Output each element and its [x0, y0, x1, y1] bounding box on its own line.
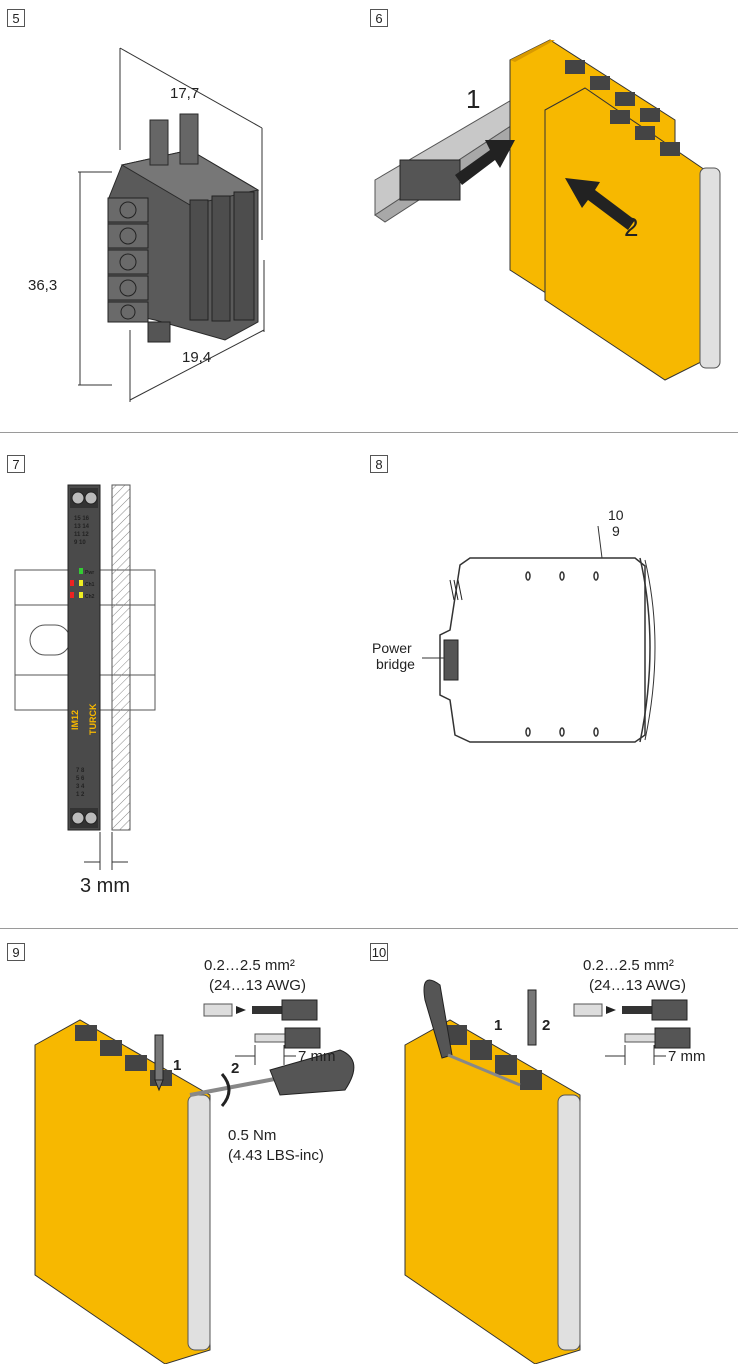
power-bridge-drawing: 10 9 Power bridge	[372, 507, 656, 743]
step-10-strip-length: 7 mm	[668, 1048, 706, 1065]
step-7-badge: 7	[7, 455, 25, 473]
led-label-pwr: Pwr	[85, 570, 94, 576]
step-10-cross-section: 0.2…2.5 mm²	[583, 957, 674, 974]
step-9-stage-2-label: 2	[231, 1060, 239, 1077]
step-10-badge: 10	[370, 943, 388, 961]
power-bridge-label-line1: Power	[372, 640, 412, 656]
step-9-stage-1-label: 1	[173, 1057, 181, 1074]
torque-label: 0.5 Nm	[228, 1127, 276, 1144]
step-6-arrow-2-label: 2	[624, 212, 638, 242]
power-bridge-label-line2: bridge	[376, 656, 415, 672]
divider-middle	[0, 928, 738, 929]
terminal-label-top-2: 13 14	[74, 524, 90, 530]
dim-depth-label: 19,4	[182, 349, 211, 366]
pin-label-9: 9	[612, 523, 620, 539]
gap-label: 3 mm	[80, 875, 130, 897]
terminal-label-bottom-3: 3 4	[76, 784, 85, 790]
dim-height-label: 36,3	[28, 277, 57, 294]
step-9-awg: (24…13 AWG)	[209, 977, 306, 994]
pin-label-10: 10	[608, 507, 624, 523]
connector-plug-drawing: 17,7 36,3 19,4	[28, 47, 265, 402]
led-label-ch1: Ch1	[85, 582, 95, 588]
step-6-arrow-1-label: 1	[466, 84, 480, 114]
step-9-strip-length: 7 mm	[298, 1048, 336, 1065]
step-9-badge: 9	[7, 943, 25, 961]
spacing-drawing: 15 16 13 14 11 12 9 10 Pwr Ch1 Ch2 IM12 …	[14, 484, 156, 897]
terminal-label-top-1: 15 16	[74, 516, 90, 522]
terminal-label-top-3: 11 12	[74, 532, 89, 538]
step-8-badge: 8	[370, 455, 388, 473]
rail-mount-drawing: 1 2	[374, 39, 721, 381]
model-label: IM12	[70, 710, 80, 730]
divider-top	[0, 432, 738, 433]
torque-imperial-label: (4.43 LBS-inc)	[228, 1147, 324, 1164]
terminal-label-bottom-4: 1 2	[76, 792, 85, 798]
step-9-cross-section: 0.2…2.5 mm²	[204, 957, 295, 974]
dim-width-label: 17,7	[170, 85, 199, 102]
terminal-label-top-4: 9 10	[74, 540, 86, 546]
terminal-label-bottom-2: 5 6	[76, 776, 85, 782]
brand-label: TURCK	[88, 703, 98, 735]
step-6-badge: 6	[370, 9, 388, 27]
step-5-badge: 5	[7, 9, 25, 27]
step-10-stage-2-label: 2	[542, 1017, 550, 1034]
wiring-push-in-drawing: 1 2 0.2…2.5 mm² (24…13 AWG) 7 mm	[404, 957, 706, 1364]
wiring-screw-drawing: 1 2 0.2…2.5 mm² (24…13 AWG) 7 mm 0.5 Nm …	[34, 957, 355, 1364]
step-10-awg: (24…13 AWG)	[589, 977, 686, 994]
step-10-stage-1-label: 1	[494, 1017, 502, 1034]
terminal-label-bottom-1: 7 8	[76, 768, 85, 774]
led-label-ch2: Ch2	[85, 594, 95, 600]
